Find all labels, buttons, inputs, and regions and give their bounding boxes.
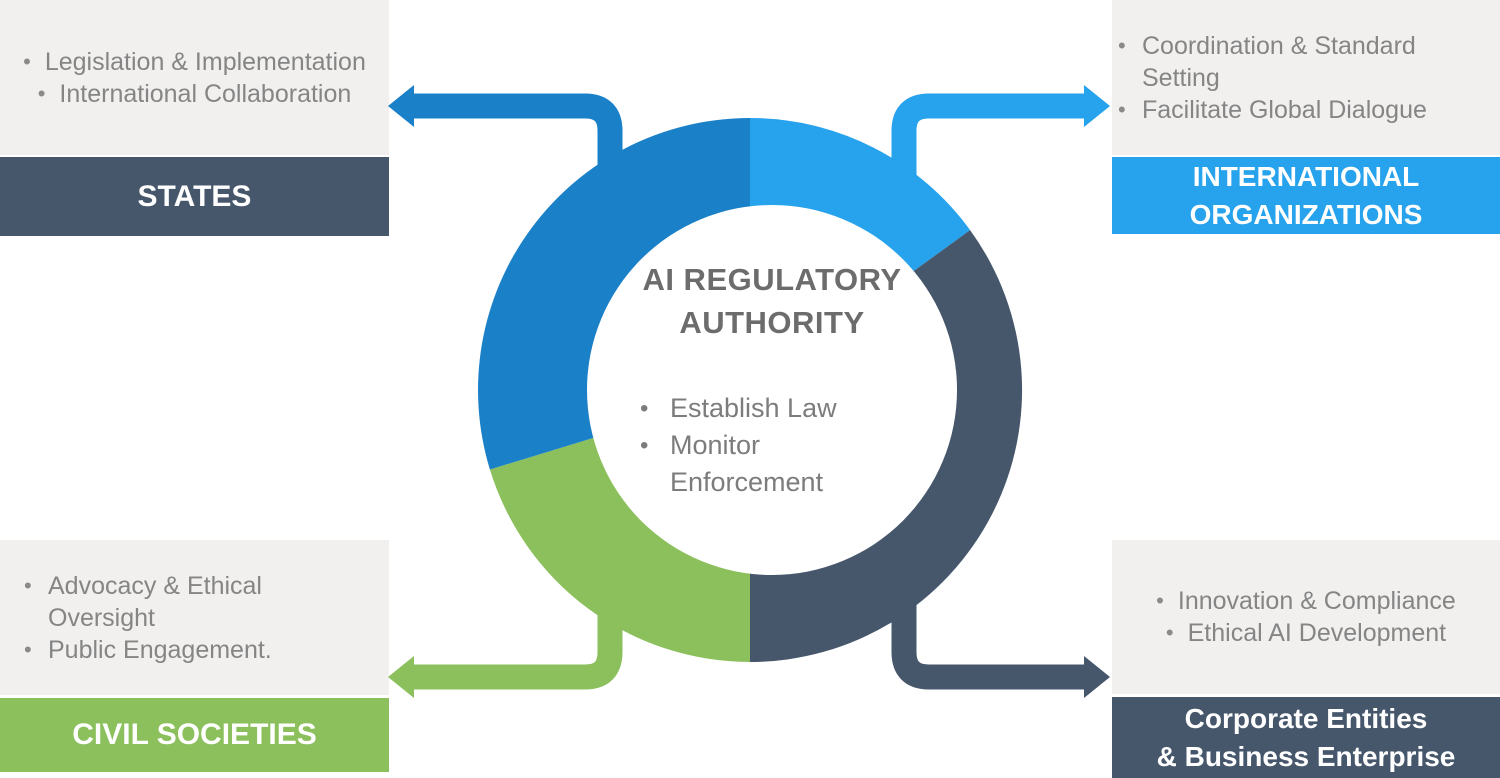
bullet-text: International Collaboration: [59, 79, 352, 108]
bullet-row: • International Collaboration: [0, 78, 389, 110]
center-bullet-list: • Establish Law • Monitor Enforcement: [622, 390, 922, 501]
civil-bullets-panel: • Advocacy & Ethical Oversight • Public …: [0, 540, 389, 695]
bullet-text: Innovation & Compliance: [1177, 587, 1456, 615]
bullet-text: Coordination & Standard Setting: [1142, 31, 1416, 92]
bullet-row: • Legislation & Implementation: [0, 46, 389, 78]
bullet-icon: •: [1118, 32, 1126, 58]
center-title: AI REGULATORY AUTHORITY: [622, 258, 922, 344]
bullet-row: • Establish Law: [640, 390, 922, 427]
corporate-label-bar: Corporate Entities & Business Enterprise: [1112, 697, 1500, 778]
civil-label: CIVIL SOCIETIES: [72, 718, 317, 751]
states-label: STATES: [137, 179, 252, 213]
international-label-line1: INTERNATIONAL: [1192, 160, 1420, 192]
arrow-to-civil: [388, 598, 623, 698]
center-text-block: AI REGULATORY AUTHORITY • Establish Law …: [622, 258, 922, 501]
bullet-icon: •: [23, 48, 31, 74]
bullet-text: Facilitate Global Dialogue: [1142, 95, 1427, 124]
bullet-icon: •: [24, 572, 32, 598]
arrow-shaft: [406, 93, 623, 178]
civil-label-bar: CIVIL SOCIETIES: [0, 698, 389, 772]
international-bullets-panel: • Coordination & Standard Setting • Faci…: [1112, 0, 1500, 155]
international-label-line2: ORGANIZATIONS: [1189, 198, 1423, 230]
arrow-shaft: [406, 598, 623, 690]
bullet-text: Monitor Enforcement: [670, 430, 824, 497]
international-label-bar: INTERNATIONAL ORGANIZATIONS: [1112, 157, 1500, 234]
center-title-line1: AI REGULATORY: [642, 262, 902, 297]
bullet-text: Advocacy & Ethical Oversight: [48, 571, 262, 632]
arrow-shaft: [891, 598, 1086, 690]
states-label-bar: STATES: [0, 157, 389, 236]
left-arrowhead-icon: [388, 656, 414, 698]
corporate-label-line1: Corporate Entities: [1184, 702, 1428, 734]
right-arrowhead-icon: [1084, 85, 1110, 127]
bullet-row: • Facilitate Global Dialogue: [1118, 94, 1500, 126]
bullet-text: Legislation & Implementation: [44, 47, 366, 76]
left-arrowhead-icon: [388, 85, 414, 127]
bullet-text: Ethical AI Development: [1187, 619, 1447, 647]
bullet-row: • Innovation & Compliance: [1112, 585, 1500, 617]
bullet-text: Establish Law: [670, 393, 837, 423]
arrow-to-international: [891, 85, 1110, 178]
bullet-row: • Monitor Enforcement: [640, 427, 922, 501]
bullet-icon: •: [1156, 588, 1164, 613]
bullet-icon: •: [640, 432, 649, 459]
bullet-row: • Ethical AI Development: [1112, 617, 1500, 649]
bullet-icon: •: [37, 80, 46, 106]
center-title-line2: AUTHORITY: [679, 305, 865, 340]
states-bullets-panel: • Legislation & Implementation • Interna…: [0, 0, 389, 155]
arrow-to-corporate: [891, 598, 1110, 698]
right-arrowhead-icon: [1084, 656, 1110, 698]
arrow-to-states: [388, 85, 623, 178]
donut-hole: [587, 205, 957, 575]
corporate-bullets-panel: • Innovation & Compliance • Ethical AI D…: [1112, 540, 1500, 694]
bullet-icon: •: [1165, 620, 1174, 645]
bullet-icon: •: [1118, 96, 1126, 122]
bullet-row: • Public Engagement.: [24, 634, 389, 666]
bullet-icon: •: [24, 636, 32, 662]
bullet-text: Public Engagement.: [48, 635, 272, 664]
corporate-label-line2: & Business Enterprise: [1156, 740, 1456, 772]
bullet-icon: •: [640, 395, 649, 422]
bullet-row: • Coordination & Standard Setting: [1118, 30, 1500, 94]
arrow-shaft: [891, 93, 1086, 178]
bullet-row: • Advocacy & Ethical Oversight: [24, 570, 389, 634]
